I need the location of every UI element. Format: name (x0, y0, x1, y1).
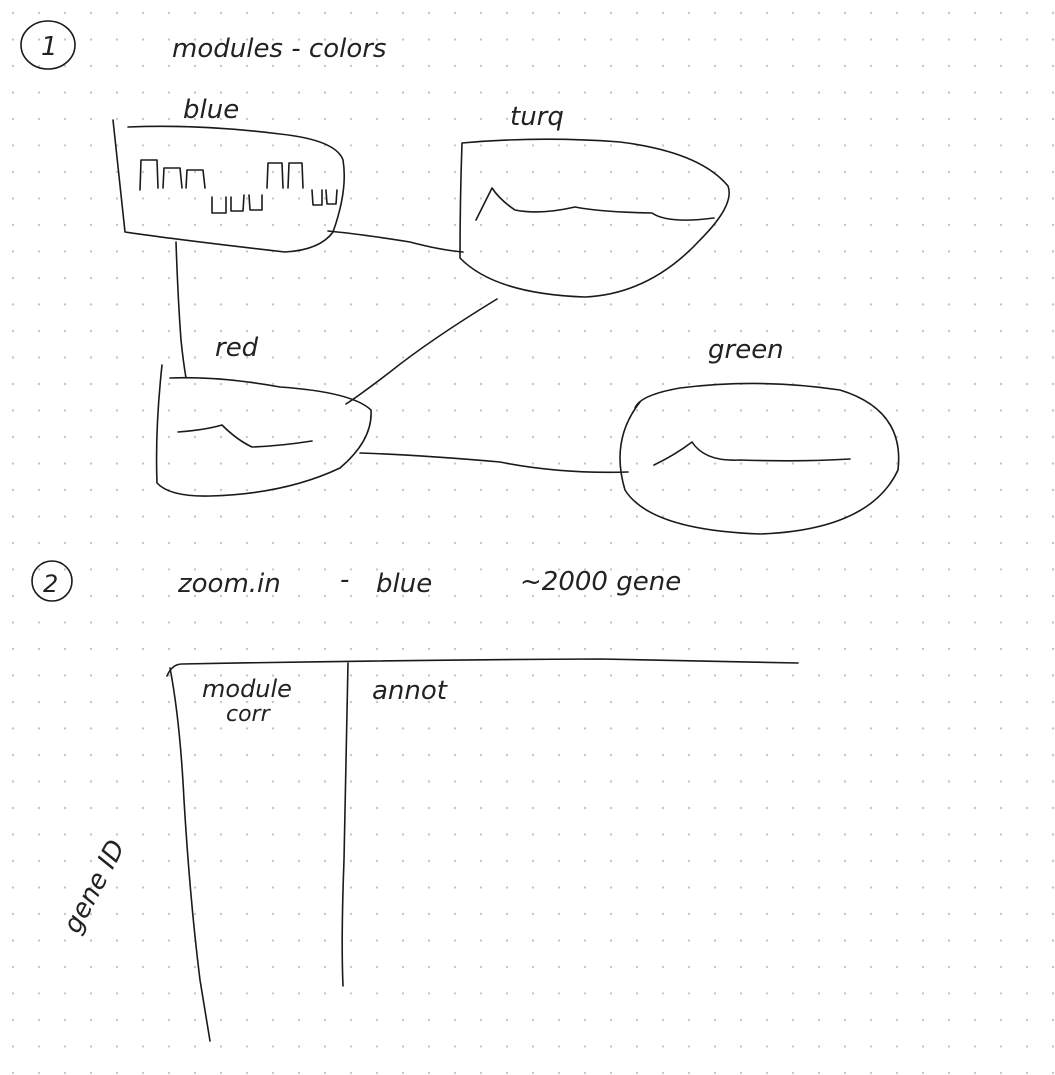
section-2-number-circle (31, 560, 73, 602)
section-1-number: 1 (41, 32, 58, 62)
column-header-corr: corr (226, 702, 272, 727)
section-1-number-circle (20, 20, 76, 70)
section-2-title-count: ~2000 gene (520, 567, 681, 597)
section-1-title: modules - colors (172, 34, 386, 64)
section-2-title-dash: - (340, 565, 349, 595)
edge-turq-red (345, 298, 498, 405)
module-green-label: green (708, 335, 784, 365)
module-turq-label: turq (510, 102, 564, 132)
module-blue-shape (112, 119, 346, 253)
module-green-profile-line (653, 441, 851, 466)
module-green: green (619, 335, 900, 535)
table-column-divider (341, 662, 349, 987)
section-2-title-module: blue (376, 569, 432, 599)
module-turq: turq (459, 102, 730, 298)
module-blue: blue (112, 95, 346, 253)
column-header-annot: annot (372, 676, 448, 706)
section-1: 1 modules - colors blue turq red green (20, 20, 900, 535)
module-turq-shape (459, 138, 730, 298)
module-green-shape (619, 382, 900, 535)
module-red-profile-line (177, 424, 313, 448)
table-left-border (169, 667, 211, 1042)
section-2-title-zoom: zoom.in (177, 569, 281, 599)
module-red-shape (155, 364, 372, 497)
module-blue-pattern (139, 159, 338, 214)
module-blue-label: blue (183, 95, 239, 125)
module-red-label: red (215, 333, 259, 363)
module-red: red (155, 333, 372, 497)
edge-blue-red (175, 241, 187, 379)
table-top-border (166, 658, 799, 677)
module-turq-profile-line (475, 187, 715, 221)
column-header-module: module (202, 675, 292, 703)
section-2-number: 2 (43, 570, 58, 598)
edge-blue-turq (327, 230, 464, 253)
edge-red-green (359, 452, 629, 474)
